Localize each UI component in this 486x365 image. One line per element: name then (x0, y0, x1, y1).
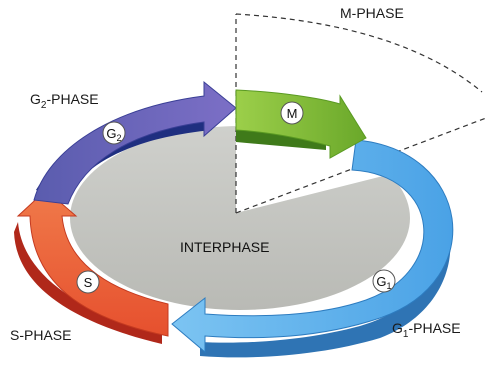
s-badge: S (76, 270, 100, 294)
interphase-label: INTERPHASE (180, 239, 269, 255)
g1-badge-text: G1 (376, 274, 391, 291)
g2-phase-label: G2-PHASE (30, 91, 99, 111)
m-phase-wedge (236, 15, 486, 213)
g1-arrow (171, 139, 454, 354)
m-phase-label: M-PHASE (340, 5, 404, 21)
g2-badge-text: G2 (106, 126, 121, 143)
g1-badge: G1 (372, 269, 396, 293)
s-arrow-side (14, 222, 162, 344)
g2-badge: G2 (102, 121, 126, 145)
m-badge: M (280, 101, 304, 125)
m-badge-text: M (287, 106, 298, 121)
s-phase-label: S-PHASE (10, 327, 71, 343)
s-badge-text: S (84, 275, 93, 290)
m-phase-dashed-arc (235, 13, 483, 93)
s-arrow (16, 189, 169, 337)
m-arrow (235, 89, 367, 159)
g1-phase-label: G1-PHASE (392, 320, 461, 340)
